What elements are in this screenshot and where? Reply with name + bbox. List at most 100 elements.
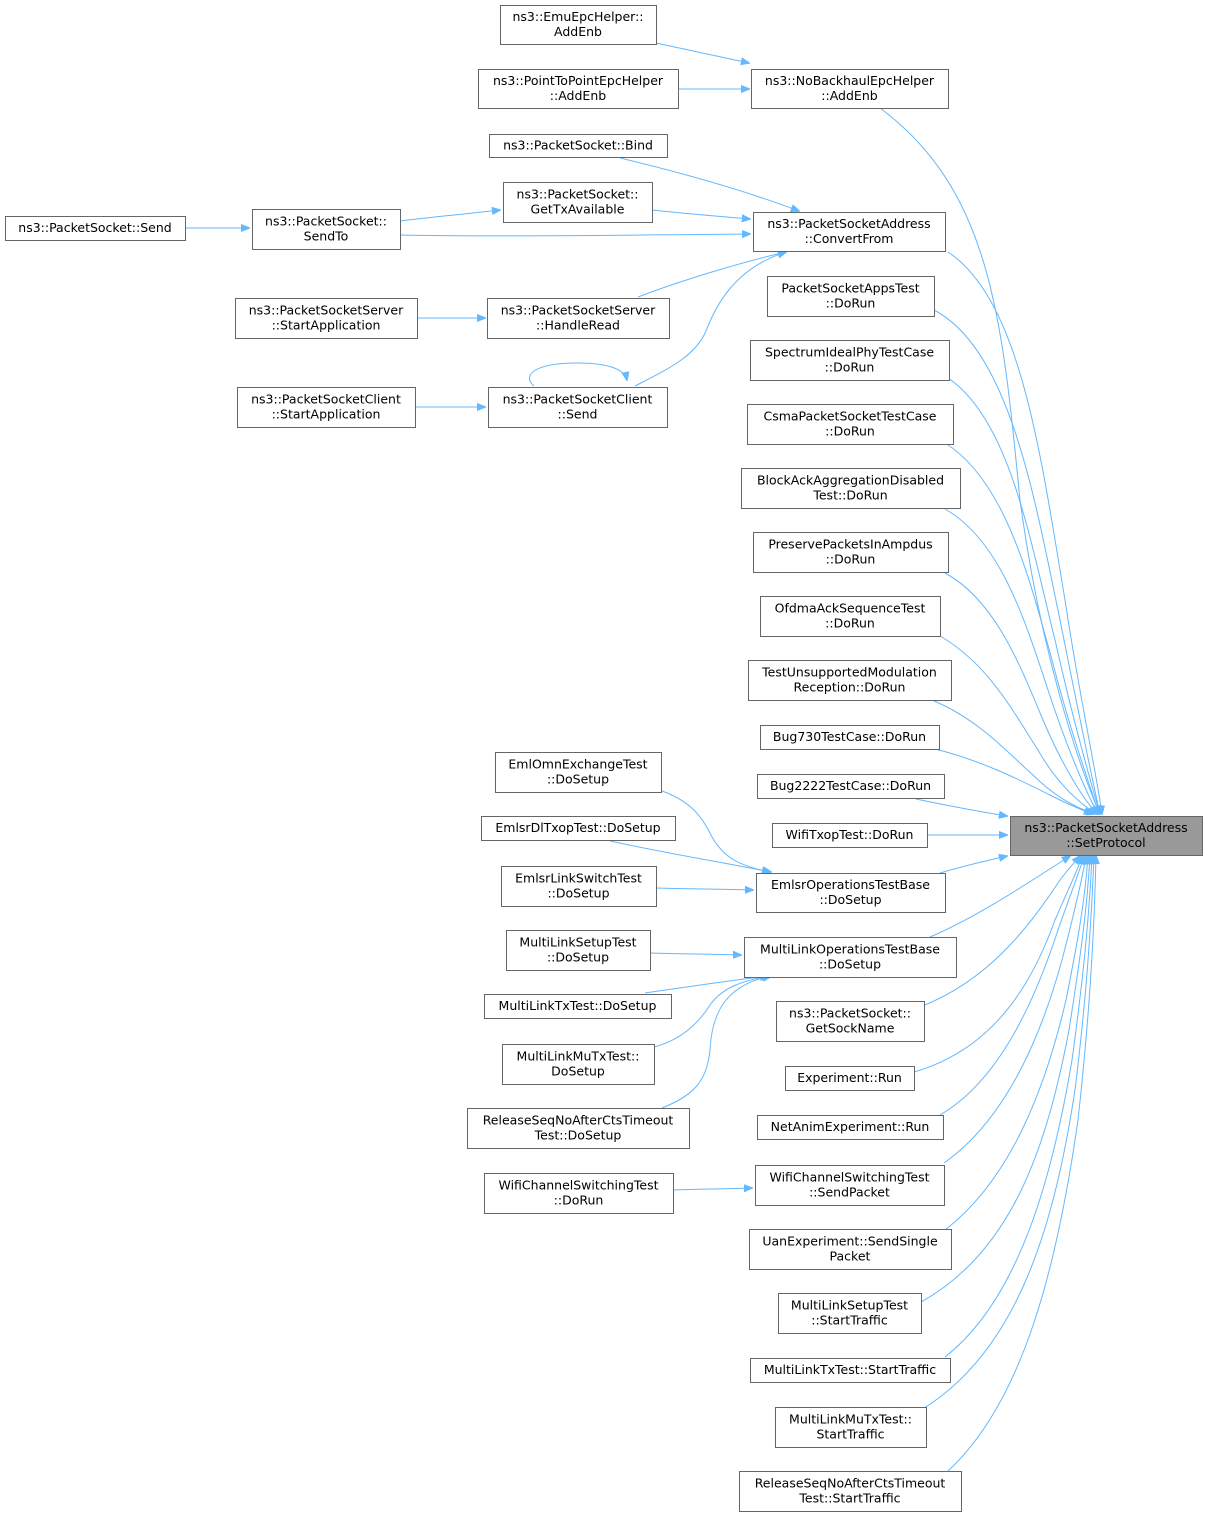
node-label: ::DoRun: [825, 424, 875, 439]
function-node-p2p_addenb[interactable]: ns3::PointToPointEpcHelper::AddEnb: [478, 69, 679, 109]
function-node-pss_handleread[interactable]: ns3::PacketSocketServer::HandleRead: [487, 298, 670, 339]
call-edge-mlsetup_starttraffic-to-setprotocol: [920, 856, 1090, 1303]
function-node-mlmutx_dosetup[interactable]: MultiLinkMuTxTest::DoSetup: [502, 1044, 655, 1085]
call-edge-bug2222_dorun-to-setprotocol: [915, 798, 1007, 816]
call-edge-uan_sendsingle-to-setprotocol: [944, 856, 1088, 1231]
function-node-psc_start[interactable]: ns3::PacketSocketClient::StartApplicatio…: [237, 387, 416, 428]
function-node-emlsrdl_dosetup[interactable]: EmlsrDlTxopTest::DoSetup: [481, 816, 676, 841]
node-label: DoSetup: [551, 1064, 605, 1079]
node-label: UanExperiment::SendSingle: [762, 1234, 938, 1249]
node-box: [751, 69, 949, 109]
call-edge-mlops_dosetup-to-setprotocol: [929, 856, 1070, 938]
node-label: ns3::PacketSocket::Bind: [503, 138, 653, 153]
call-edge-nobackhaul_addenb-to-setprotocol: [879, 107, 1100, 814]
call-edge-emlsrops_dosetup-to-setprotocol: [939, 856, 1007, 874]
call-edge-psc_send-to-psc_send: [529, 362, 627, 387]
root-node-setprotocol[interactable]: ns3::PacketSocketAddress::SetProtocol: [1010, 816, 1203, 856]
call-edges: [185, 42, 1102, 1472]
node-label: ::DoSetup: [547, 950, 609, 965]
call-edge-ps_sendto-to-psa_convertfrom: [399, 234, 750, 236]
node-label: GetTxAvailable: [531, 202, 625, 217]
node-label: Experiment::Run: [797, 1070, 902, 1085]
node-label: EmlsrLinkSwitchTest: [515, 871, 642, 886]
node-box: [495, 752, 662, 793]
function-node-wifichan_sendpacket[interactable]: WifiChannelSwitchingTest::SendPacket: [755, 1165, 945, 1206]
function-node-nobackhaul_addenb[interactable]: ns3::NoBackhaulEpcHelper::AddEnb: [751, 69, 949, 109]
function-node-emlsrlink_dosetup[interactable]: EmlsrLinkSwitchTest::DoSetup: [501, 866, 657, 907]
call-edge-testunsupp_dorun-to-setprotocol: [931, 699, 1095, 814]
node-label: WifiChannelSwitchingTest: [769, 1170, 929, 1185]
function-node-mlmutx_starttraffic[interactable]: MultiLinkMuTxTest::StartTraffic: [775, 1407, 927, 1448]
node-label: Bug2222TestCase::DoRun: [770, 778, 931, 793]
function-node-spectrum_dorun[interactable]: SpectrumIdealPhyTestCase::DoRun: [750, 340, 950, 381]
call-edge-emlomn_dosetup-to-emlsrops_dosetup: [661, 790, 770, 872]
node-box: [252, 209, 401, 250]
call-edge-relseq_dosetup-to-mlops_dosetup: [661, 976, 770, 1109]
function-node-bug2222_dorun[interactable]: Bug2222TestCase::DoRun: [757, 774, 945, 799]
function-node-emu_addenb[interactable]: ns3::EmuEpcHelper::AddEnb: [500, 5, 657, 45]
function-node-ps_sendto[interactable]: ns3::PacketSocket::SendTo: [252, 209, 401, 250]
function-node-relseq_starttraffic[interactable]: ReleaseSeqNoAfterCtsTimeoutTest::StartTr…: [739, 1471, 962, 1512]
call-edge-netanim_run-to-setprotocol: [939, 856, 1084, 1116]
node-label: MultiLinkSetupTest: [519, 935, 636, 950]
function-node-ps_getsockname[interactable]: ns3::PacketSocket::GetSockName: [776, 1001, 925, 1042]
function-node-ps_gettx[interactable]: ns3::PacketSocket::GetTxAvailable: [503, 182, 653, 223]
node-label: ns3::NoBackhaulEpcHelper: [765, 73, 935, 88]
function-node-mltx_starttraffic[interactable]: MultiLinkTxTest::StartTraffic: [750, 1358, 951, 1383]
function-node-pss_start[interactable]: ns3::PacketSocketServer::StartApplicatio…: [235, 298, 418, 339]
node-box: [489, 134, 668, 158]
function-node-mlsetup_dosetup[interactable]: MultiLinkSetupTest::DoSetup: [506, 930, 651, 971]
call-edge-ps_sendto-to-ps_gettx: [399, 210, 500, 222]
node-label: ns3::PacketSocketServer: [249, 303, 404, 318]
node-label: StartTraffic: [816, 1427, 884, 1442]
node-label: Test::StartTraffic: [798, 1491, 900, 1506]
node-label: AddEnb: [554, 24, 602, 39]
function-node-wifichan_dorun[interactable]: WifiChannelSwitchingTest::DoRun: [484, 1173, 674, 1214]
node-box: [487, 298, 670, 339]
call-edge-emu_addenb-to-nobackhaul_addenb: [655, 42, 749, 63]
node-label: BlockAckAggregationDisabled: [757, 473, 944, 488]
function-node-ps_bind[interactable]: ns3::PacketSocket::Bind: [489, 134, 668, 158]
function-node-ps_send[interactable]: ns3::PacketSocket::Send: [5, 216, 186, 241]
function-node-emlsrops_dosetup[interactable]: EmlsrOperationsTestBase::DoSetup: [756, 873, 946, 913]
function-node-emlomn_dosetup[interactable]: EmlOmnExchangeTest::DoSetup: [495, 752, 662, 793]
node-box: [235, 298, 418, 339]
node-label: ::HandleRead: [536, 318, 620, 333]
function-node-psc_send[interactable]: ns3::PacketSocketClient::Send: [488, 387, 668, 428]
function-node-wifitxop_dorun[interactable]: WifiTxopTest::DoRun: [772, 823, 928, 848]
function-node-csma_dorun[interactable]: CsmaPacketSocketTestCase::DoRun: [747, 404, 954, 445]
function-node-testunsupp_dorun[interactable]: TestUnsupportedModulationReception::DoRu…: [748, 660, 952, 701]
node-box: [785, 1066, 915, 1091]
function-node-mltx_dosetup[interactable]: MultiLinkTxTest::DoSetup: [484, 994, 672, 1019]
function-node-mlops_dosetup[interactable]: MultiLinkOperationsTestBase::DoSetup: [744, 937, 957, 978]
call-edge-wifichan_dorun-to-wifichan_sendpacket: [672, 1188, 752, 1190]
node-box: [760, 596, 941, 637]
node-box: [484, 994, 672, 1019]
node-label: ::DoRun: [826, 296, 876, 311]
node-label: EmlsrOperationsTestBase: [771, 877, 930, 892]
function-node-ofdma_dorun[interactable]: OfdmaAckSequenceTest::DoRun: [760, 596, 941, 637]
node-label: ns3::PacketSocketAddress: [767, 216, 930, 231]
node-label: SpectrumIdealPhyTestCase: [765, 345, 934, 360]
function-node-mlsetup_starttraffic[interactable]: MultiLinkSetupTest::StartTraffic: [778, 1293, 922, 1334]
function-node-netanim_run[interactable]: NetAnimExperiment::Run: [757, 1115, 944, 1140]
function-node-preserve_dorun[interactable]: PreservePacketsInAmpdus::DoRun: [753, 532, 949, 573]
call-edge-ofdma_dorun-to-setprotocol: [939, 635, 1096, 814]
node-label: ns3::PacketSocketClient: [503, 392, 653, 407]
call-edge-ps_getsockname-to-setprotocol: [919, 856, 1080, 1008]
call-edge-ps_bind-to-psa_convertfrom: [619, 157, 799, 211]
node-box: [237, 387, 416, 428]
node-label: MultiLinkOperationsTestBase: [760, 942, 940, 957]
function-node-psa_convertfrom[interactable]: ns3::PacketSocketAddress::ConvertFrom: [753, 212, 946, 252]
node-label: ReleaseSeqNoAfterCtsTimeout: [483, 1113, 674, 1128]
function-node-bug730_dorun[interactable]: Bug730TestCase::DoRun: [760, 725, 940, 750]
node-box: [741, 468, 961, 509]
node-label: ns3::PacketSocketClient: [251, 392, 401, 407]
node-label: Test::DoSetup: [534, 1128, 622, 1143]
function-node-psapps_dorun[interactable]: PacketSocketAppsTest::DoRun: [767, 276, 935, 317]
node-box: [755, 1165, 945, 1206]
function-node-experiment_run[interactable]: Experiment::Run: [785, 1066, 915, 1091]
